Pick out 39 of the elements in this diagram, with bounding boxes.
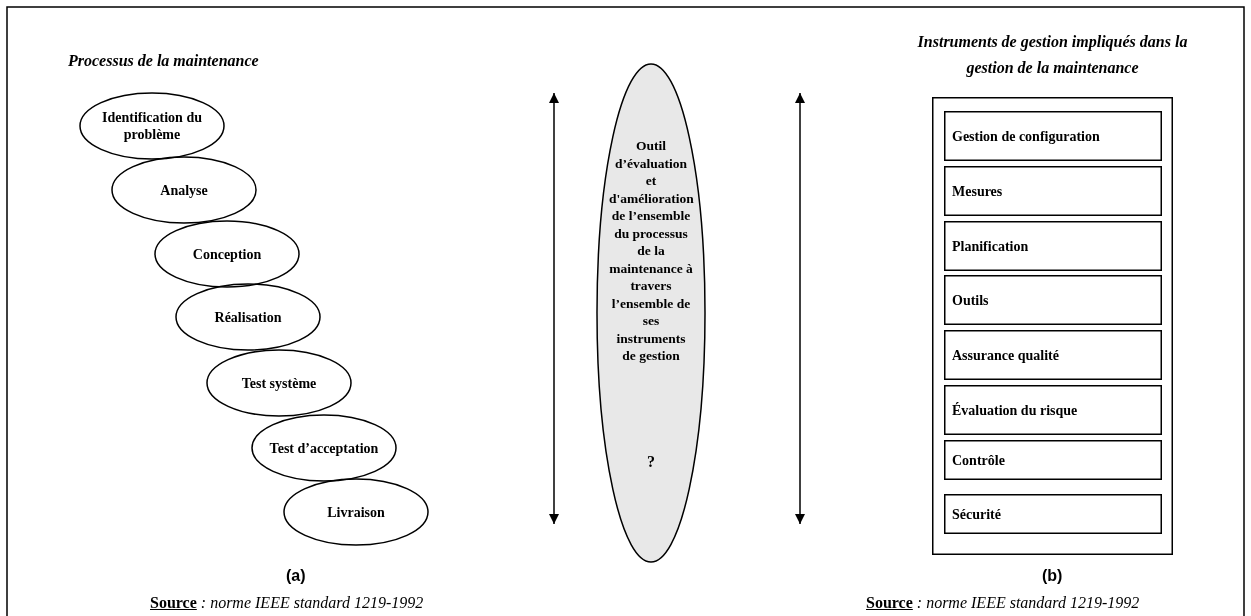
instrument-box bbox=[944, 440, 1162, 480]
process-ellipse bbox=[79, 92, 225, 160]
instrument-label: Gestion de configuration bbox=[952, 127, 1100, 145]
tool-description: Outil d’évaluation et d'amélioration de l’ensemble du processus de la maintenance à travers l’ensemble de ses instruments de gestion bbox=[609, 137, 693, 365]
step-label: Conception bbox=[191, 245, 263, 263]
step-label: Test d’acceptation bbox=[268, 439, 380, 457]
process-ellipse bbox=[111, 156, 257, 224]
instrument-box bbox=[944, 330, 1162, 380]
step-label: Analyse bbox=[159, 181, 209, 199]
process-ellipse bbox=[206, 349, 352, 417]
source-note: Source : norme IEEE standard 1219-1992 bbox=[150, 594, 424, 612]
step-label: Réalisation bbox=[213, 308, 283, 326]
step-label: Identification du problème bbox=[101, 109, 203, 143]
instrument-label: Planification bbox=[952, 237, 1029, 255]
instrument-box bbox=[944, 385, 1162, 435]
evaluation-ellipse bbox=[596, 63, 706, 563]
panel-letter: (b) bbox=[1042, 567, 1063, 585]
instrument-box bbox=[944, 166, 1162, 216]
instrument-label: Évaluation du risque bbox=[952, 401, 1078, 419]
instrument-label: Contrôle bbox=[952, 451, 1005, 469]
instrument-label: Sécurité bbox=[952, 505, 1001, 523]
question-mark: ? bbox=[646, 453, 656, 471]
process-ellipse bbox=[283, 478, 429, 546]
process-ellipse bbox=[154, 220, 300, 288]
step-label: Test système bbox=[240, 374, 318, 392]
instrument-box bbox=[944, 275, 1162, 325]
instrument-box bbox=[944, 221, 1162, 271]
process-ellipse bbox=[251, 414, 397, 482]
panel-heading: Processus de la maintenance bbox=[68, 52, 259, 70]
panel-letter: (a) bbox=[286, 567, 306, 585]
source-note: Source : norme IEEE standard 1219-1992 bbox=[866, 594, 1140, 612]
step-label: Livraison bbox=[326, 503, 386, 521]
panel-heading: Instruments de gestion impliqués dans la gestion de la maintenance bbox=[916, 32, 1189, 79]
instrument-box bbox=[944, 111, 1162, 161]
instrument-box bbox=[944, 494, 1162, 534]
instrument-label: Mesures bbox=[952, 182, 1003, 200]
instrument-label: Outils bbox=[952, 291, 989, 309]
process-ellipse bbox=[175, 283, 321, 351]
instrument-label: Assurance qualité bbox=[952, 346, 1059, 364]
